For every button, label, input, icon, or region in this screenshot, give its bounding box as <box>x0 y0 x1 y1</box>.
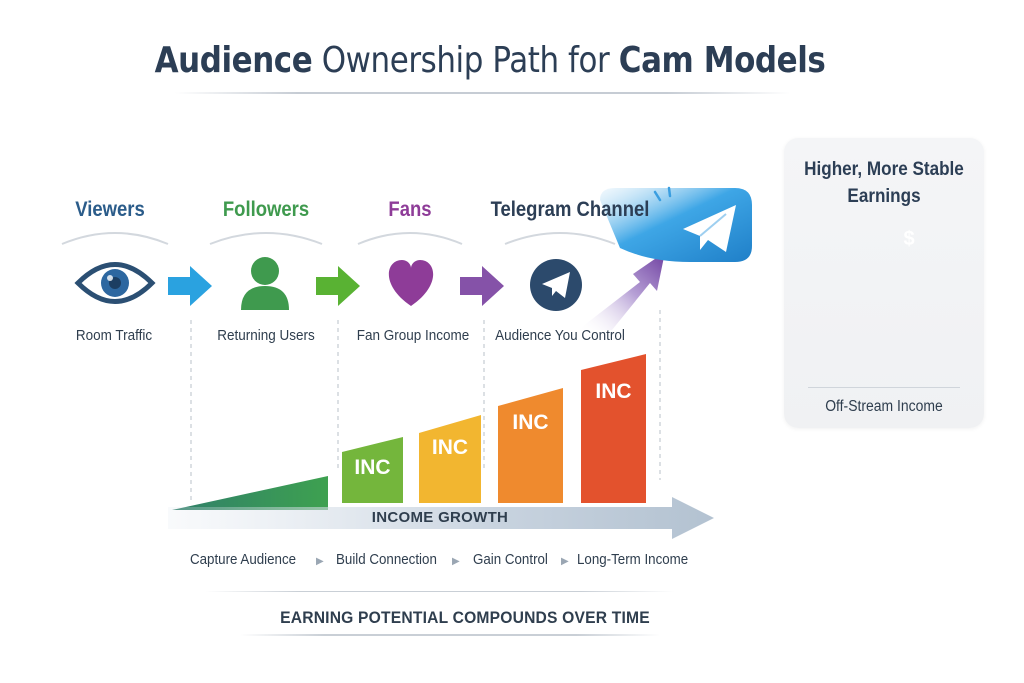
step-arcs <box>61 232 616 245</box>
income-bar-2 <box>419 415 481 503</box>
growth-wedge <box>172 476 328 510</box>
footer-divider-bottom <box>240 634 660 636</box>
income-bar-3 <box>498 388 563 503</box>
income-growth-label: INCOME GROWTH <box>371 509 509 526</box>
title-divider <box>175 92 790 94</box>
step-telegram-title: Telegram Channel <box>490 198 650 221</box>
stage-long-term: Long-Term Income <box>577 552 689 568</box>
telegram-icon <box>530 259 582 311</box>
income-bar-1-label: INC <box>354 456 391 479</box>
earnings-card <box>784 138 984 428</box>
guide-lines <box>190 310 661 502</box>
income-bar-4 <box>581 354 646 503</box>
earnings-card-title: Higher, More Stable Earnings <box>794 156 974 210</box>
income-bar-1 <box>342 437 403 503</box>
title-part-3: Cam Models <box>618 40 826 81</box>
rising-arrow-icon <box>578 252 665 330</box>
income-bar-4-label: INC <box>595 380 632 403</box>
user-icon <box>241 257 289 310</box>
step-viewers-subtitle: Room Traffic <box>75 327 153 344</box>
step-followers-subtitle: Returning Users <box>217 327 315 344</box>
stage-separator-icon: ▶ <box>561 556 569 567</box>
arrow-right-icon <box>168 266 212 306</box>
stage-separator-icon: ▶ <box>452 556 460 567</box>
step-fans-subtitle: Fan Group Income <box>356 327 470 344</box>
title-part-2: Ownership Path for <box>321 40 610 81</box>
heart-icon <box>388 260 434 306</box>
page-title: Audience Ownership Path for Cam Models <box>69 40 912 81</box>
eye-icon <box>74 262 156 304</box>
footer-divider-top <box>205 591 675 592</box>
telegram-logo-icon <box>600 186 752 262</box>
income-bar-2-label: INC <box>431 436 469 459</box>
earnings-card-subtitle: Off-Stream Income <box>825 398 943 415</box>
step-telegram-subtitle: Audience You Control <box>495 327 625 344</box>
earnings-card-divider <box>808 387 960 388</box>
arrow-right-icon <box>460 266 504 306</box>
earnings-card-title-line-1: Higher, More Stable <box>804 159 964 180</box>
income-bar-3-label: INC <box>512 411 549 434</box>
income-growth-arrow <box>168 497 714 539</box>
step-viewers-title: Viewers <box>75 198 145 221</box>
stage-control: Gain Control <box>473 552 548 568</box>
step-followers-title: Followers <box>222 198 310 221</box>
title-part-1: Audience <box>154 40 313 81</box>
stage-build: Build Connection <box>336 552 437 568</box>
earnings-card-title-line-2: Earnings <box>847 186 921 207</box>
income-bars <box>342 354 646 503</box>
step-fans-title: Fans <box>388 198 432 221</box>
arrow-right-icon <box>316 266 360 306</box>
dollar-symbol: $ <box>903 228 915 250</box>
footer-tagline: EARNING POTENTIAL COMPOUNDS OVER TIME <box>280 608 650 627</box>
stage-capture: Capture Audience <box>190 552 297 568</box>
stage-separator-icon: ▶ <box>316 556 324 567</box>
